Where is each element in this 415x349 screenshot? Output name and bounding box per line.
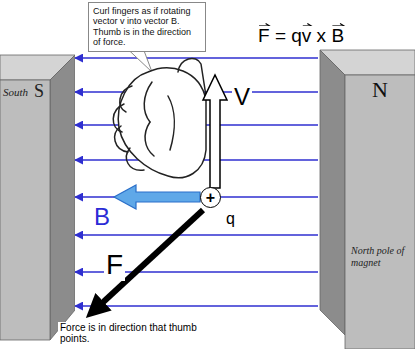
- node-text: South: [3, 86, 28, 99]
- hand-drawing: [113, 58, 206, 177]
- callout-box: Curl fingers as if rotating vector v int…: [88, 2, 206, 52]
- field-label: B: [92, 204, 112, 230]
- node-text: Curl fingers as if rotating vector v int…: [93, 6, 201, 47]
- node-text: North pole of magnet: [351, 245, 409, 268]
- magnet-face: [320, 50, 345, 335]
- magnet-face: [50, 55, 75, 340]
- magnet-shape: [318, 35, 415, 349]
- magnet-north: N North pole of magnet: [318, 35, 415, 349]
- field-line: [75, 234, 318, 235]
- field-line: [75, 57, 318, 58]
- charge-label: q: [224, 210, 237, 228]
- node-text: S: [34, 81, 44, 102]
- magnet-south: South S: [0, 40, 75, 345]
- magnet-face: [0, 80, 50, 340]
- force-label: F: [104, 250, 125, 281]
- velocity-arrow: [203, 75, 227, 188]
- node-text: N: [372, 77, 388, 102]
- magnet-face: [345, 75, 415, 349]
- field-line: [75, 305, 318, 306]
- formula-text: F = qv x B: [256, 26, 346, 47]
- force-arrow: [100, 210, 203, 305]
- charge-circle: +: [200, 187, 221, 208]
- field-arrow: [114, 185, 200, 209]
- node-text: +: [206, 190, 215, 206]
- note-text: Force is in direction that thumb points.: [58, 322, 222, 344]
- velocity-label: V: [232, 84, 252, 110]
